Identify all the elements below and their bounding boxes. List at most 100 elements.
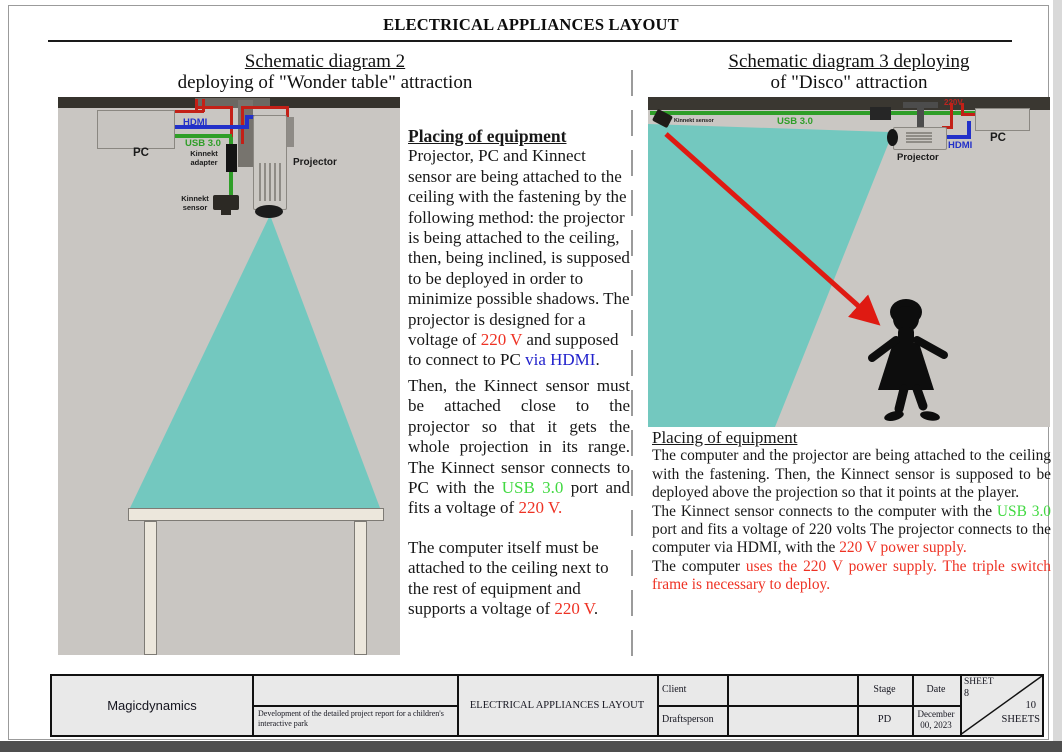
power-cable-red bbox=[961, 103, 964, 116]
power-supply-warning-text: uses the 220 V power supply. The triple … bbox=[652, 557, 1051, 594]
power-cable-red bbox=[286, 106, 289, 117]
text-run: and supposed to connect to PC bbox=[408, 330, 619, 370]
left-section-heading: Schematic diagram 2 deploying of "Wonder… bbox=[70, 51, 580, 93]
usb-30-text: USB 3.0 bbox=[996, 502, 1051, 520]
usb-30-text: USB 3.0 bbox=[501, 477, 564, 497]
projector-label: Projector bbox=[897, 152, 939, 163]
power-cable-red bbox=[942, 126, 953, 129]
client-label: Client bbox=[662, 684, 687, 695]
table-leg-right bbox=[354, 521, 367, 655]
kinnekt-sensor-box bbox=[213, 195, 239, 210]
projector-vent bbox=[269, 163, 271, 201]
schematic-diagram-3: 220V USB 3.0 Kinnekt sensor HDMI Project… bbox=[648, 97, 1050, 427]
stage-value: PD bbox=[877, 714, 892, 725]
arrow-line bbox=[664, 132, 881, 326]
right-placing-paragraph-1: The computer and the projector are being… bbox=[652, 447, 1051, 502]
draftsperson-label: Draftsperson bbox=[662, 714, 714, 725]
power-cable-red bbox=[172, 110, 204, 113]
usb-cable bbox=[650, 111, 1023, 115]
pc-box bbox=[97, 110, 175, 149]
via-hdmi-text: via HDMI bbox=[525, 350, 596, 370]
page-edge-bottom bbox=[0, 741, 1062, 752]
pc-box bbox=[975, 108, 1030, 131]
power-cable-red bbox=[195, 106, 233, 109]
kinnekt-adapter-label-line2: adapter bbox=[190, 157, 218, 167]
right-heading-line2: of "Disco" attraction bbox=[770, 72, 928, 93]
pc-label: PC bbox=[990, 132, 1006, 144]
usb-cable bbox=[172, 134, 232, 138]
kinnekt-sensor-foot bbox=[221, 210, 231, 215]
projector-vent bbox=[906, 138, 932, 140]
kinnekt-sensor-label-line1: Kinnekt bbox=[181, 194, 209, 203]
project-description: Development of the detailed project repo… bbox=[258, 709, 444, 728]
right-section-heading: Schematic diagram 3 deploying of "Disco"… bbox=[648, 51, 1050, 93]
sheet-number: 8 bbox=[964, 688, 969, 699]
hdmi-cable bbox=[967, 121, 971, 139]
left-placing-heading: Placing of equipment bbox=[408, 126, 567, 146]
left-placing-text: Placing of equipment Projector, PC and K… bbox=[408, 126, 630, 619]
kinnekt-sensor-label-line2: sensor bbox=[182, 202, 208, 212]
date-value: December 00, 2023 bbox=[917, 709, 955, 730]
usb-label: USB 3.0 bbox=[185, 138, 221, 149]
usb-cable bbox=[229, 172, 233, 199]
text-run: Then, the Kinnect sensor must be attache… bbox=[408, 375, 630, 497]
hdmi-cable bbox=[245, 115, 259, 119]
date-label: Date bbox=[926, 684, 946, 695]
ceiling-mount-bar bbox=[195, 98, 270, 108]
projector-lens bbox=[887, 129, 898, 146]
usb-cable bbox=[229, 137, 233, 145]
ceiling-bar bbox=[648, 97, 1050, 110]
player-silhouette bbox=[868, 299, 948, 421]
company-name: Magicdynamics bbox=[107, 698, 197, 713]
hdmi-cable bbox=[945, 135, 971, 139]
hdmi-cable bbox=[245, 115, 249, 129]
text-run: The computer itself must be attached to … bbox=[408, 537, 609, 618]
section-divider bbox=[631, 70, 633, 658]
right-placing-heading: Placing of equipment bbox=[652, 428, 798, 447]
text-run: . bbox=[595, 350, 600, 370]
projector-vent bbox=[264, 163, 266, 201]
voltage-220v-text: 220 V bbox=[554, 598, 594, 618]
projector-vent bbox=[906, 141, 932, 143]
right-placing-text: Placing of equipment The computer and th… bbox=[652, 428, 1051, 595]
hdmi-label: HDMI bbox=[183, 117, 208, 128]
header-rule bbox=[48, 40, 1012, 42]
voltage-220v-text: 220 V bbox=[480, 330, 523, 350]
titleblock-divider bbox=[960, 676, 962, 735]
kinnekt-adapter-box bbox=[226, 144, 237, 172]
projector-lens bbox=[255, 205, 283, 218]
voltage-220v-text: 220 V. bbox=[518, 498, 563, 518]
kinnekt-adapter-label-line1: Kinnekt bbox=[190, 149, 218, 158]
stage-label: Stage bbox=[873, 684, 896, 695]
left-placing-paragraph-2: Then, the Kinnect sensor must be attache… bbox=[408, 376, 630, 519]
power-supply-text: 220 V power supply. bbox=[839, 539, 967, 557]
sheet-label: SHEET bbox=[964, 677, 994, 687]
kinnekt-sensor-label: Kinnekt sensor bbox=[180, 194, 210, 212]
sensor-aim-arrow bbox=[664, 132, 881, 326]
titleblock-divider bbox=[252, 705, 457, 707]
projector-label: Projector bbox=[293, 157, 337, 168]
left-placing-paragraph-1: Projector, PC and Kinnect sensor are bei… bbox=[408, 146, 630, 370]
projector-vent bbox=[279, 163, 281, 201]
right-heading-title: Schematic diagram 3 deploying bbox=[728, 51, 970, 72]
drawing-title: ELECTRICAL APPLIANCES LAYOUT bbox=[469, 700, 645, 711]
kinnekt-sensor-label: Kinnekt sensor bbox=[674, 118, 714, 124]
page-title: ELECTRICAL APPLIANCES LAYOUT bbox=[383, 15, 679, 34]
projector-vent bbox=[274, 163, 276, 201]
projector-vent bbox=[259, 163, 261, 201]
hdmi-cable bbox=[172, 125, 249, 129]
schematic-diagram-2: PC HDMI USB 3.0 Kinnekt adapter Kinnekt … bbox=[58, 97, 400, 655]
left-placing-paragraph-3: The computer itself must be attached to … bbox=[408, 538, 630, 620]
projector-mount-stem bbox=[917, 108, 924, 132]
projector-mount-arm bbox=[285, 117, 294, 147]
table-leg-left bbox=[144, 521, 157, 655]
right-placing-paragraph-3: The computer uses the 220 V power supply… bbox=[652, 558, 1051, 595]
power-220v-label: 220V bbox=[944, 98, 963, 107]
sheet-cell-diagonal bbox=[960, 676, 1042, 735]
title-block: Magicdynamics Development of the detaile… bbox=[50, 674, 1044, 737]
usb-label: USB 3.0 bbox=[777, 116, 813, 127]
left-heading-title: Schematic diagram 2 bbox=[244, 51, 406, 72]
power-cable-red bbox=[961, 113, 977, 116]
page-edge-right bbox=[1053, 0, 1062, 741]
projector-vent bbox=[906, 135, 932, 137]
